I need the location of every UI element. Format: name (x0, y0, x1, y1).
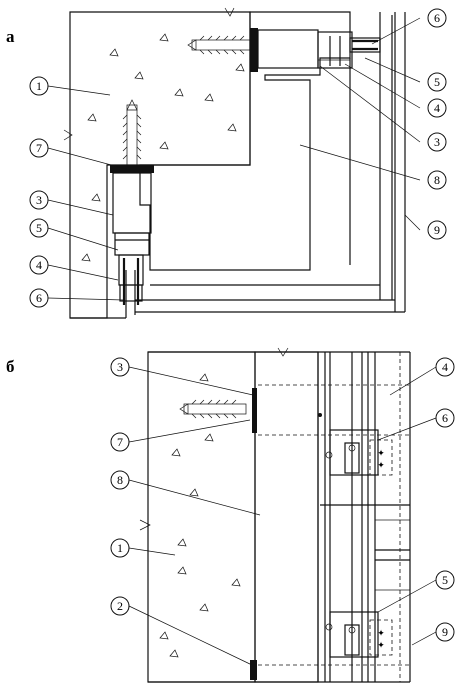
svg-text:✦: ✦ (377, 448, 385, 458)
svg-text:7: 7 (36, 141, 42, 155)
leaders-a (47, 17, 421, 301)
cladding-a (70, 12, 406, 319)
callout-a-6-right: 6 (427, 8, 447, 28)
callout-a-5-left: 5 (29, 218, 49, 238)
aggregate-marks-b (159, 373, 241, 658)
svg-text:9: 9 (434, 223, 440, 237)
callout-a-4-left: 4 (29, 255, 49, 275)
svg-text:3: 3 (117, 360, 123, 374)
svg-text:4: 4 (36, 258, 42, 272)
callout-a-6-left: 6 (29, 288, 49, 308)
svg-text:✦: ✦ (377, 640, 385, 650)
svg-text:1: 1 (36, 79, 42, 93)
anchor-bolt-top-a (187, 35, 251, 55)
callout-b-1: 1 (110, 538, 130, 558)
callout-b-6: 6 (435, 408, 455, 428)
bracket-upper-b: ✦ ✦ (318, 413, 393, 476)
svg-text:3: 3 (36, 193, 42, 207)
section-b: ✦ ✦ ✦ ✦ (6, 347, 455, 683)
section-b-letter: б (6, 357, 15, 376)
callout-a-1: 1 (29, 76, 49, 96)
svg-text:6: 6 (442, 411, 448, 425)
concrete-wall-a (63, 7, 251, 319)
section-a: 1 6 5 4 3 8 9 7 3 5 4 6 а (6, 7, 447, 319)
svg-text:6: 6 (36, 291, 42, 305)
aggregate-marks-a (81, 33, 245, 262)
anchor-bolt-b (179, 388, 257, 433)
callout-a-8: 8 (427, 170, 447, 190)
svg-text:4: 4 (434, 101, 440, 115)
svg-text:✦: ✦ (377, 628, 385, 638)
svg-text:✦: ✦ (377, 460, 385, 470)
svg-text:1: 1 (117, 541, 123, 555)
callout-b-9: 9 (435, 622, 455, 642)
callout-b-4: 4 (435, 357, 455, 377)
svg-text:5: 5 (442, 573, 448, 587)
concrete-wall-b (139, 347, 289, 683)
callout-b-5: 5 (435, 570, 455, 590)
leaders-b (128, 366, 437, 666)
svg-text:5: 5 (434, 75, 440, 89)
bracket-top-a (250, 28, 381, 72)
callout-a-5-right: 5 (427, 72, 447, 92)
bracket-lower-b: ✦ ✦ (250, 611, 393, 680)
callout-b-3: 3 (110, 357, 130, 377)
svg-text:6: 6 (434, 11, 440, 25)
svg-text:4: 4 (442, 360, 448, 374)
svg-text:8: 8 (434, 173, 440, 187)
anchor-bolt-vertical-a (122, 99, 142, 166)
callout-a-3-left: 3 (29, 190, 49, 210)
callout-a-3-right: 3 (427, 132, 447, 152)
callout-b-7: 7 (110, 432, 130, 452)
svg-text:7: 7 (117, 435, 123, 449)
callout-b-2: 2 (110, 596, 130, 616)
svg-text:8: 8 (117, 473, 123, 487)
svg-text:5: 5 (36, 221, 42, 235)
bracket-vertical-a (110, 165, 154, 305)
svg-text:9: 9 (442, 625, 448, 639)
callout-b-8: 8 (110, 470, 130, 490)
section-a-letter: а (6, 27, 15, 46)
callout-a-7: 7 (29, 138, 49, 158)
svg-text:3: 3 (434, 135, 440, 149)
svg-text:2: 2 (117, 599, 123, 613)
callout-a-4-right: 4 (427, 98, 447, 118)
callout-a-9: 9 (427, 220, 447, 240)
cladding-b (148, 351, 411, 683)
insulation-b (254, 351, 319, 683)
